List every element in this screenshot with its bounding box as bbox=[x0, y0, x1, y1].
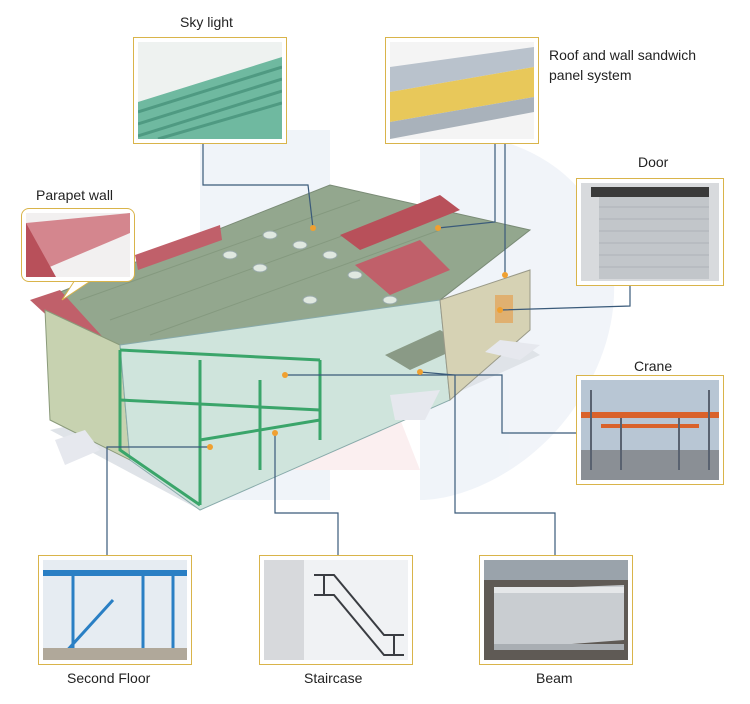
label-roof-wall-line2: panel system bbox=[549, 67, 632, 83]
photo-sky-light bbox=[133, 37, 287, 144]
photo-second-floor bbox=[38, 555, 192, 665]
photo-crane bbox=[576, 375, 724, 485]
label-roof-wall-line1: Roof and wall sandwich bbox=[549, 47, 697, 63]
roof-monitor bbox=[340, 195, 460, 250]
label-staircase: Staircase bbox=[304, 670, 363, 686]
steel-frame bbox=[118, 348, 322, 507]
door-shape bbox=[495, 295, 513, 323]
label-parapet-wall: Parapet wall bbox=[36, 187, 114, 203]
parapet-callout-tail bbox=[61, 279, 93, 301]
pad-right bbox=[485, 340, 540, 360]
photo-parapet-wall bbox=[21, 208, 135, 282]
label-second-floor: Second Floor bbox=[67, 670, 151, 686]
label-crane: Crane bbox=[634, 358, 673, 374]
label-beam: Beam bbox=[536, 670, 573, 686]
photo-beam bbox=[479, 555, 633, 665]
pad-front bbox=[390, 390, 440, 420]
leader-lines bbox=[106, 143, 631, 555]
photo-sandwich-panel bbox=[385, 37, 539, 144]
parapet-band-top bbox=[135, 225, 222, 270]
front-wall bbox=[119, 299, 451, 511]
photo-staircase bbox=[259, 555, 413, 665]
roof-monitor-lower bbox=[355, 240, 450, 295]
photo-door bbox=[576, 178, 724, 286]
pad-left bbox=[55, 430, 100, 465]
label-sky-light: Sky light bbox=[180, 14, 233, 30]
label-door: Door bbox=[638, 154, 669, 170]
